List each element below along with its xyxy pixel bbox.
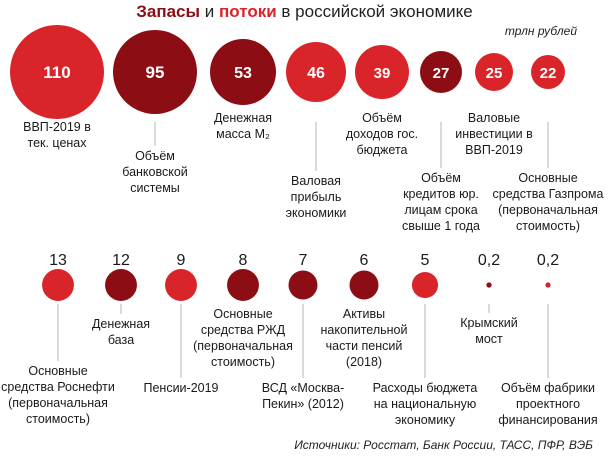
bubble-bottom-2 [165, 269, 197, 301]
bubble-bottom-value-1: 12 [112, 252, 130, 269]
label-bottom-2: Пенсии-2019 [143, 381, 218, 395]
label-bottom-4: ВСД «Москва-Пекин» (2012) [262, 381, 344, 411]
bubble-bottom-6 [411, 271, 439, 299]
bubble-top-4 [355, 45, 409, 99]
bubble-bottom-3 [227, 269, 259, 301]
chart-title: Запасы и потоки в российской экономике [0, 2, 609, 22]
bubble-top-0 [10, 25, 104, 119]
bubble-bottom-7 [486, 282, 492, 288]
bubble-top-value-6: 25 [486, 65, 503, 82]
bubble-bottom-8 [545, 282, 551, 288]
bubble-bottom-1 [105, 269, 137, 301]
bubble-bottom-value-8: 0,2 [537, 252, 559, 269]
title-conjunction: и [200, 2, 219, 21]
bubble-bottom-0 [42, 269, 74, 301]
unit-label: трлн рублей [504, 24, 577, 38]
source-note: Источники: Росстат, Банк России, ТАСС, П… [294, 438, 593, 452]
bubble-bottom-value-6: 5 [421, 252, 430, 269]
bubble-bottom-value-3: 8 [239, 252, 248, 269]
bubble-top-1 [113, 30, 197, 114]
bubble-bottom-value-5: 6 [360, 252, 369, 269]
bubble-top-value-4: 39 [374, 65, 391, 82]
bubble-top-value-0: 110 [43, 63, 70, 82]
bubble-top-value-5: 27 [433, 65, 450, 82]
title-flow-word: потоки [219, 2, 277, 21]
title-rest: в российской экономике [276, 2, 473, 21]
bubble-bottom-value-4: 7 [299, 252, 308, 269]
bubble-bottom-value-2: 9 [177, 252, 186, 269]
bubble-bottom-5 [349, 270, 379, 300]
bubble-top-value-2: 53 [234, 65, 252, 82]
bubble-bottom-value-7: 0,2 [478, 252, 500, 269]
bubble-top-3 [286, 42, 346, 102]
bubble-top-5 [420, 51, 462, 93]
bubble-top-2 [210, 39, 276, 105]
bubble-top-value-3: 46 [307, 65, 325, 82]
bubble-bottom-value-0: 13 [49, 252, 67, 269]
bubble-top-7 [531, 55, 565, 89]
bubble-top-6 [475, 53, 513, 91]
bubble-bottom-4 [288, 270, 318, 300]
bubble-top-value-7: 22 [540, 65, 557, 82]
bubble-top-value-1: 95 [146, 63, 165, 82]
title-stock-word: Запасы [136, 2, 201, 21]
